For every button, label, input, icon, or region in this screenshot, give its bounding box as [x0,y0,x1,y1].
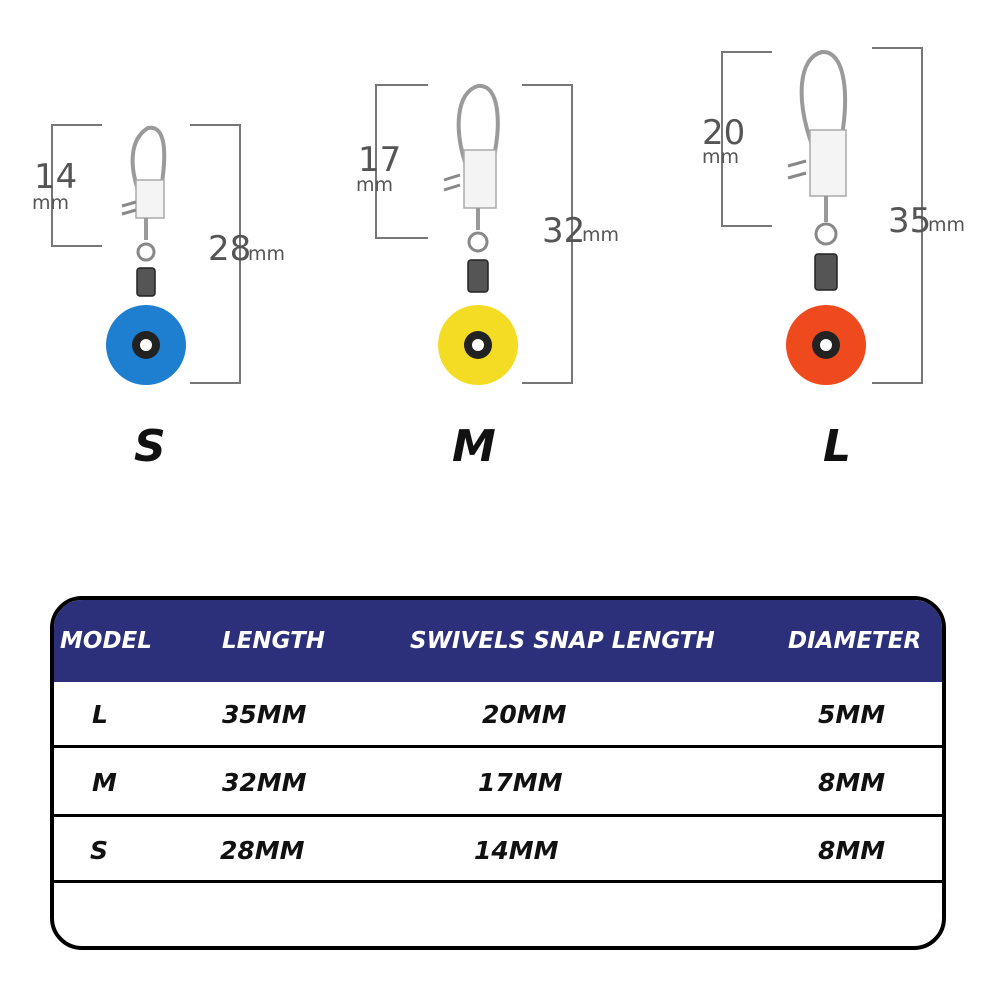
row-divider [54,745,942,748]
s-total-unit: mm [248,243,286,265]
cell-snap-length: 17MM [478,768,563,797]
l-snap-unit: mm [702,146,740,168]
row-divider [54,880,942,883]
product-l-illustration [721,47,923,385]
row-divider [54,814,942,817]
l-total-value: 35 [888,201,932,241]
spec-table: MODEL LENGTH SWIVELS SNAP LENGTH DIAMETE… [50,596,946,950]
m-total-value: 32 [542,211,586,251]
cell-diameter: 5MM [818,700,886,729]
cell-diameter: 8MM [818,836,886,865]
header-length: LENGTH [222,628,326,654]
m-snap-unit: mm [356,174,394,196]
l-total-unit: mm [928,214,966,236]
table-header: MODEL LENGTH SWIVELS SNAP LENGTH DIAMETE… [54,600,942,682]
cell-model: L [92,700,108,729]
m-total-unit: mm [582,224,620,246]
m-snap-value: 17 [358,140,402,180]
cell-length: 35MM [222,700,307,729]
size-label-s: S [134,421,166,472]
cell-model: M [92,768,117,797]
cell-length: 28MM [220,836,305,865]
cell-model: S [90,836,109,865]
header-diameter: DIAMETER [788,628,922,654]
s-total-value: 28 [208,229,252,269]
l-snap-value: 20 [702,113,746,153]
table-row: M 32MM 17MM 8MM [54,750,942,816]
table-row: L 35MM 20MM 5MM [54,682,942,748]
product-s-illustration [51,124,241,385]
s-snap-unit: mm [32,192,70,214]
cell-length: 32MM [222,768,307,797]
product-m-illustration [375,84,573,385]
cell-diameter: 8MM [818,768,886,797]
table-row: S 28MM 14MM 8MM [54,818,942,884]
cell-snap-length: 20MM [482,700,567,729]
header-model: MODEL [60,628,152,654]
header-swivels-snap-length: SWIVELS SNAP LENGTH [410,628,715,654]
cell-snap-length: 14MM [474,836,559,865]
size-label-m: M [452,421,496,472]
size-label-l: L [823,421,852,472]
s-snap-value: 14 [34,157,78,197]
